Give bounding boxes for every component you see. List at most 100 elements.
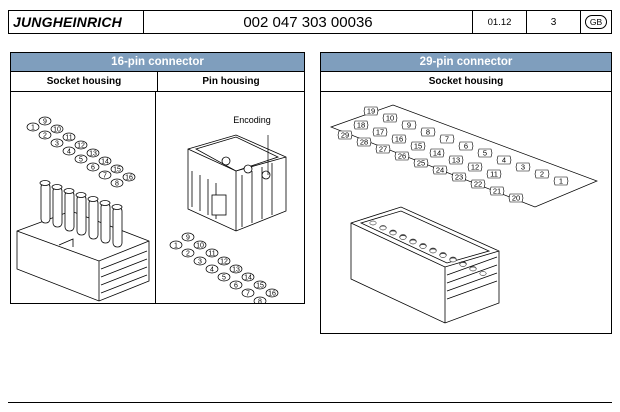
pin-outline (356, 137, 372, 147)
pin-9: 9 (401, 121, 417, 130)
pin-14: 14 (241, 272, 255, 282)
panel-16pin-subheaders: Socket housing Pin housing (11, 72, 304, 92)
socket-hole (439, 253, 447, 258)
pin-5: 5 (74, 154, 88, 164)
pin-8: 8 (253, 296, 267, 306)
pin-28: 28 (356, 137, 372, 147)
socket-hole (419, 244, 427, 249)
pin-11: 11 (486, 170, 502, 179)
pin-1: 1 (26, 122, 40, 132)
pin-15: 15 (410, 142, 426, 151)
pin-number: 14 (433, 149, 441, 158)
pin-number: 15 (256, 283, 264, 290)
pin-15: 15 (253, 280, 267, 290)
pin-outline (508, 193, 524, 203)
pin-6: 6 (458, 141, 474, 151)
pin-outline (26, 122, 40, 132)
panel-16pin: 16-pin connector Socket housing Pin hous… (10, 52, 305, 306)
pin-outline (458, 141, 474, 151)
pin-3: 3 (193, 256, 207, 266)
pin-16: 16 (265, 288, 279, 298)
pin-2: 2 (38, 130, 52, 140)
pin-outline (253, 280, 267, 290)
pin-14: 14 (429, 149, 445, 158)
pin-outline (110, 178, 124, 188)
pin-1: 1 (553, 176, 569, 186)
pin-outline (169, 240, 183, 250)
pin-number: 12 (471, 163, 479, 172)
pin-outline (363, 106, 379, 116)
pin-outline (205, 248, 219, 258)
pin-number: 11 (208, 251, 215, 258)
socket-housing-29-label: Socket housing (428, 76, 504, 87)
pin-20: 20 (508, 193, 524, 203)
pin-number: 2 (186, 251, 190, 258)
pin-number: 21 (493, 187, 501, 196)
pin-7: 7 (241, 288, 255, 298)
pin-outline (62, 146, 76, 156)
pin-outline (217, 256, 231, 266)
pin-number: 7 (445, 135, 449, 144)
pin-6: 6 (86, 162, 100, 172)
document-header: JUNGHEINRICH 002 047 303 00036 01.12 3 G… (8, 10, 612, 34)
pin-number: 3 (55, 141, 59, 148)
pin-outline (515, 162, 531, 172)
panel-29pin-title: 29-pin connector (321, 53, 611, 72)
language-badge: GB (584, 15, 608, 29)
pin-outline (391, 134, 407, 144)
pin-outline (74, 140, 88, 150)
socket-hole (399, 235, 407, 240)
pin-number: 10 (196, 243, 204, 250)
brand-logo-text: JUNGHEINRICH (13, 14, 122, 30)
pin-19: 19 (363, 106, 379, 116)
pin-number: 5 (79, 157, 83, 164)
language-cell: GB (581, 11, 611, 33)
pin-outline (413, 158, 429, 168)
pin-outline (241, 288, 255, 298)
pin-outline (193, 256, 207, 266)
pin-22: 22 (470, 179, 486, 189)
pin-outline (62, 132, 76, 142)
pin-3: 3 (515, 162, 531, 172)
footer-rule (8, 402, 612, 403)
pin-number: 2 (540, 170, 544, 179)
pin-4: 4 (62, 146, 76, 156)
pin-outline (181, 248, 195, 258)
pin-outline (432, 165, 448, 175)
pin-4: 4 (205, 264, 219, 274)
pin-outline (38, 116, 52, 126)
pin-outline (470, 179, 486, 189)
pin-number: 23 (455, 173, 463, 182)
pin-number: 19 (367, 107, 375, 116)
pin-number: 8 (115, 181, 119, 188)
pin-number: 7 (246, 291, 250, 298)
pin-13: 13 (448, 156, 464, 165)
pin-outline (217, 272, 231, 282)
pin-1: 1 (169, 240, 183, 250)
pin-outline (86, 148, 100, 158)
pin-16: 16 (391, 134, 407, 144)
pin-13: 13 (86, 148, 100, 158)
pin-outline (229, 264, 243, 274)
pin-number: 13 (232, 267, 240, 274)
pin-number: 4 (502, 156, 506, 165)
pin-number: 6 (91, 165, 95, 172)
pin-number: 15 (414, 142, 422, 151)
pin-number: 5 (483, 149, 487, 158)
pin-number: 1 (31, 125, 35, 132)
pin-outline (86, 162, 100, 172)
socket-hole (379, 225, 387, 231)
pin-number: 10 (386, 114, 394, 123)
pin-outline (553, 176, 569, 186)
pin-outline (98, 156, 112, 166)
pin-9: 9 (181, 232, 195, 242)
pin-number: 22 (474, 180, 482, 189)
pin-9: 9 (38, 116, 52, 126)
